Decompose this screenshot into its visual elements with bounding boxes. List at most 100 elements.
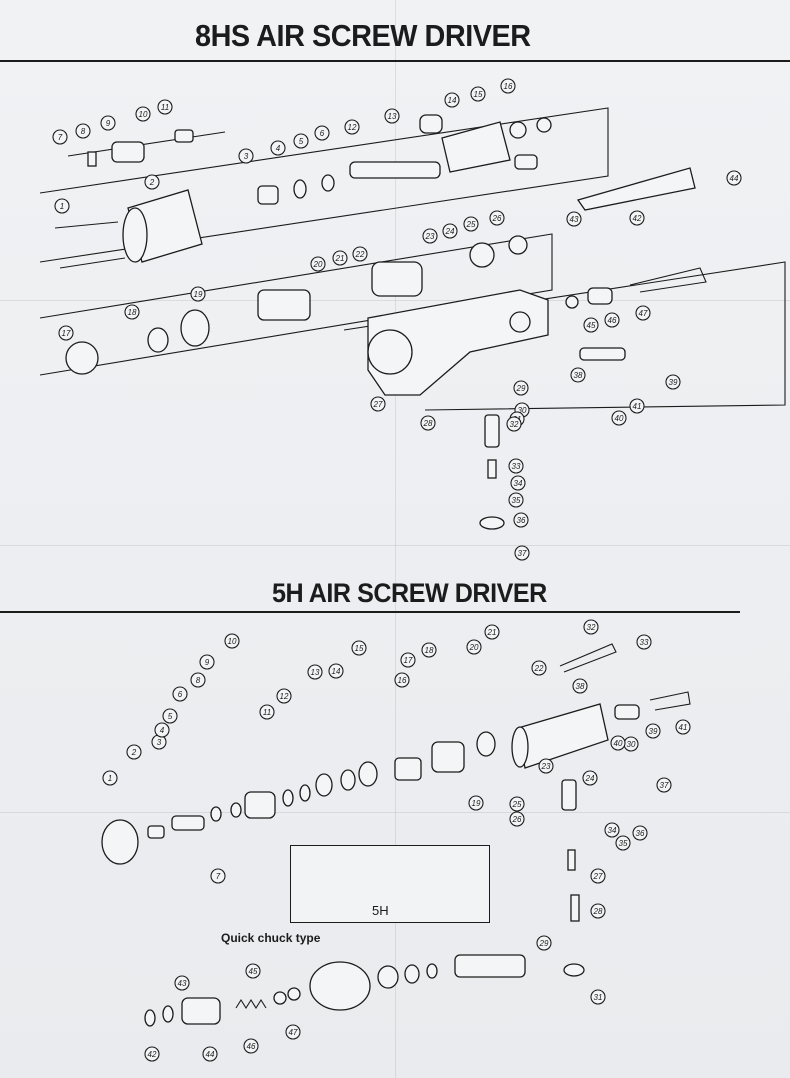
spring-part bbox=[570, 894, 580, 922]
callout-circle bbox=[52, 129, 68, 145]
washer-part bbox=[293, 179, 307, 199]
callout-circle bbox=[224, 633, 240, 649]
callout-circle bbox=[582, 770, 598, 786]
callout-circle bbox=[126, 744, 142, 760]
inset-frame bbox=[290, 845, 490, 923]
callout-circle bbox=[190, 672, 206, 688]
callout-circle bbox=[421, 642, 437, 658]
callout-number: 27 bbox=[593, 872, 603, 881]
callout-circle bbox=[463, 216, 479, 232]
callout-circle bbox=[468, 795, 484, 811]
bearing-part bbox=[315, 773, 333, 797]
cylinder-part bbox=[431, 741, 465, 773]
callout-number: 33 bbox=[512, 462, 521, 471]
callout-circle bbox=[590, 868, 606, 884]
callout-circle bbox=[538, 758, 554, 774]
chuck-part bbox=[309, 961, 371, 1011]
callout-number: 21 bbox=[487, 628, 497, 637]
callout-circle bbox=[394, 672, 410, 688]
nut-part bbox=[509, 121, 527, 139]
callout-number: 22 bbox=[534, 664, 544, 673]
callout-number: 11 bbox=[263, 708, 271, 717]
clip-part bbox=[649, 691, 691, 711]
callout-circle bbox=[536, 935, 552, 951]
spindle-part bbox=[454, 954, 526, 978]
callout-number: 5 bbox=[299, 137, 304, 146]
callout-number: 28 bbox=[593, 907, 603, 916]
callout-circle bbox=[245, 963, 261, 979]
plate-part bbox=[180, 309, 210, 347]
callout-circle bbox=[157, 99, 173, 115]
bit-holder-part bbox=[484, 414, 500, 448]
washer-part bbox=[404, 964, 420, 984]
callout-number: 25 bbox=[512, 800, 522, 809]
callout-number: 43 bbox=[178, 979, 187, 988]
callout-circle bbox=[615, 835, 631, 851]
callout-number: 19 bbox=[472, 799, 481, 808]
callout-number: 34 bbox=[608, 826, 617, 835]
callout-circle bbox=[590, 989, 606, 1005]
callout-circle bbox=[210, 868, 226, 884]
callout-circle bbox=[420, 415, 436, 431]
callout-circle bbox=[509, 811, 525, 827]
callout-number: 13 bbox=[311, 668, 320, 677]
callout-number: 32 bbox=[510, 420, 519, 429]
cylinder-end-part bbox=[122, 207, 148, 263]
callout-number: 44 bbox=[730, 174, 739, 183]
callout-circle bbox=[100, 115, 116, 131]
callout-circle bbox=[243, 1038, 259, 1054]
callout-circle bbox=[352, 246, 368, 262]
washer-part bbox=[426, 963, 438, 979]
callout-circle bbox=[510, 475, 526, 491]
callout-number: 1 bbox=[108, 774, 112, 783]
chuck-part bbox=[101, 819, 139, 865]
callout-number: 39 bbox=[649, 727, 658, 736]
callout-circle bbox=[162, 708, 178, 724]
callout-number: 42 bbox=[148, 1050, 157, 1059]
quick-chuck-label: Quick chuck type bbox=[221, 931, 321, 945]
band-outline bbox=[343, 261, 786, 411]
callout-circle bbox=[58, 325, 74, 341]
callout-number: 16 bbox=[504, 82, 513, 91]
band-outline bbox=[39, 107, 609, 263]
ring-part bbox=[273, 991, 287, 1005]
callout-number: 7 bbox=[216, 872, 221, 881]
rotor-part bbox=[257, 289, 311, 321]
callout-number: 12 bbox=[280, 692, 289, 701]
callout-number: 38 bbox=[576, 682, 585, 691]
callout-number: 32 bbox=[587, 623, 596, 632]
washer-part bbox=[210, 806, 222, 822]
end-plate-part bbox=[469, 242, 495, 268]
callout-number: 4 bbox=[160, 726, 165, 735]
callout-number: 29 bbox=[516, 384, 526, 393]
callout-circle bbox=[328, 663, 344, 679]
callout-number: 12 bbox=[348, 123, 357, 132]
callout-number: 17 bbox=[404, 656, 413, 665]
callout-circle bbox=[466, 639, 482, 655]
callout-circle bbox=[572, 678, 588, 694]
callout-number: 2 bbox=[131, 748, 137, 757]
callout-circle bbox=[259, 704, 275, 720]
plate-part bbox=[358, 761, 378, 787]
callout-circle bbox=[310, 256, 326, 272]
callout-number: 23 bbox=[541, 762, 551, 771]
spindle-part bbox=[171, 815, 205, 831]
collar-part bbox=[147, 825, 165, 839]
callout-number: 11 bbox=[161, 103, 169, 112]
callout-circle bbox=[314, 125, 330, 141]
ring-part bbox=[536, 117, 552, 133]
callout-number: 13 bbox=[388, 112, 397, 121]
inlet-part bbox=[587, 287, 613, 305]
callout-number: 8 bbox=[196, 676, 201, 685]
inlet-part bbox=[614, 704, 640, 720]
callout-circle bbox=[636, 634, 652, 650]
callout-number: 40 bbox=[614, 739, 623, 748]
callout-circle bbox=[726, 170, 742, 186]
callout-number: 16 bbox=[398, 676, 407, 685]
callout-circle bbox=[238, 148, 254, 164]
housing-port-part bbox=[509, 311, 531, 333]
callout-circle bbox=[500, 78, 516, 94]
callout-number: 18 bbox=[425, 646, 434, 655]
section-title-8hs: 8HS AIR SCREW DRIVER bbox=[195, 18, 531, 53]
